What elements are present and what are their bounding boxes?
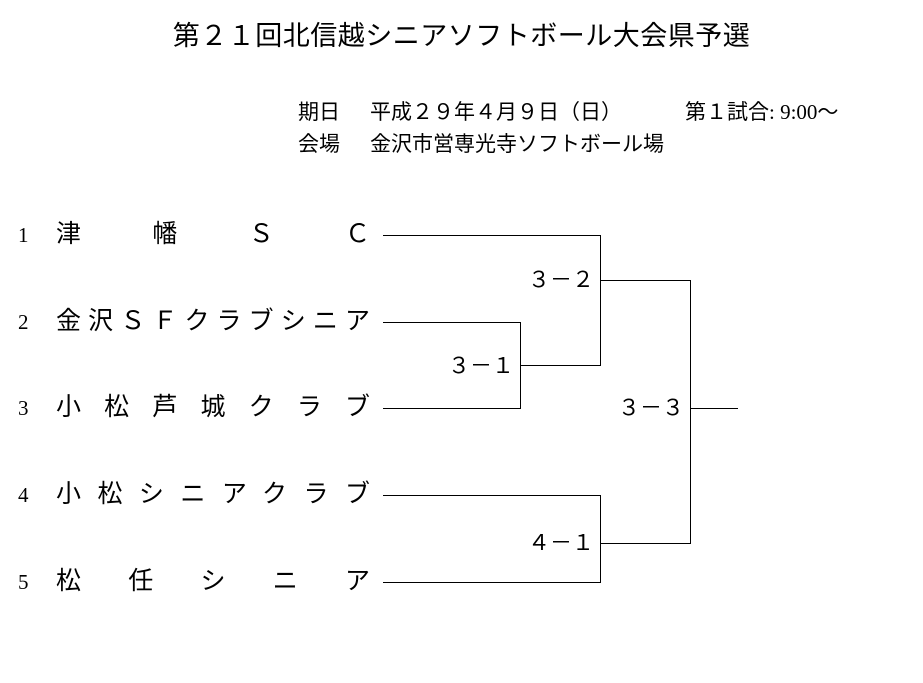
team-name: 小松芦城クラブ xyxy=(56,394,370,421)
bracket-team-4: 4 小松シニアクラブ xyxy=(18,479,370,511)
match-label-round1-upper: ３－１ xyxy=(447,353,514,378)
team-name: 津幡ＳＣ xyxy=(56,221,370,248)
event-date-value: 平成２９年４月９日（日） xyxy=(370,100,622,124)
match-label-semifinal-upper: ３－２ xyxy=(527,267,594,292)
feed-line-team-5 xyxy=(383,582,600,583)
team-seed: 1 xyxy=(18,223,29,247)
connector-semifinal-upper xyxy=(600,235,601,366)
bracket-team-1: 1 津幡ＳＣ xyxy=(18,219,370,251)
winner-line-semifinal-upper xyxy=(600,280,690,281)
team-seed: 3 xyxy=(18,396,29,420)
feed-line-team-4 xyxy=(383,495,600,496)
event-venue-label: 会場 xyxy=(298,132,340,156)
champion-line xyxy=(690,408,738,409)
bracket-team-5: 5 松任シニア xyxy=(18,566,370,598)
winner-line-round1-lower xyxy=(600,543,690,544)
team-seed: 5 xyxy=(18,570,29,594)
team-name: 小松シニアクラブ xyxy=(56,481,370,508)
feed-line-team-1 xyxy=(383,235,600,236)
connector-round1-lower xyxy=(600,495,601,583)
event-date-label: 期日 xyxy=(298,100,340,124)
feed-line-team-2 xyxy=(383,322,520,323)
team-seed: 4 xyxy=(18,483,29,507)
team-seed: 2 xyxy=(18,310,29,334)
connector-final xyxy=(690,280,691,544)
event-date-row: 期日 平成２９年４月９日（日） xyxy=(298,96,664,128)
match-label-round1-lower: ４－１ xyxy=(527,530,594,555)
winner-line-round1-upper xyxy=(520,365,600,366)
page-title: 第２１回北信越シニアソフトボール大会県予選 xyxy=(172,21,751,51)
feed-line-team-3 xyxy=(383,408,520,409)
event-venue-value: 金沢市営専光寺ソフトボール場 xyxy=(370,132,664,156)
bracket-team-2: 2 金沢ＳＦクラブシニア xyxy=(18,306,370,338)
bracket-team-3: 3 小松芦城クラブ xyxy=(18,392,370,424)
match-label-final: ３－３ xyxy=(617,395,684,420)
first-game-time: 第１試合: 9:00〜 xyxy=(685,100,839,124)
event-info: 期日 平成２９年４月９日（日） 会場 金沢市営専光寺ソフトボール場 xyxy=(298,96,664,160)
team-name: 松任シニア xyxy=(56,568,370,595)
team-name: 金沢ＳＦクラブシニア xyxy=(56,308,370,335)
event-venue-row: 会場 金沢市営専光寺ソフトボール場 xyxy=(298,128,664,160)
